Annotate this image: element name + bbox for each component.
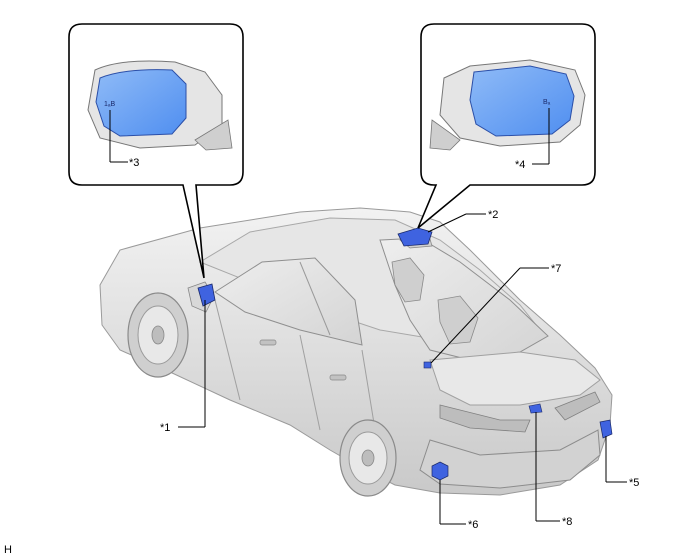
component-8-rear-camera — [528, 403, 543, 414]
label-6: *6 — [468, 519, 478, 531]
callout-right-mirror: Bₐ *4 — [417, 23, 596, 229]
component-1-left-mirror-indicator — [197, 283, 216, 307]
component-2-right-mirror-indicator — [397, 227, 433, 247]
label-1: *1 — [160, 422, 170, 434]
label-7: *7 — [551, 263, 561, 275]
label-3: *3 — [129, 157, 139, 169]
front-wheel — [127, 292, 189, 378]
label-5: *5 — [629, 477, 639, 489]
callout-left-mirror: 1ₐB *3 — [68, 23, 244, 279]
callout-2: *2 — [427, 209, 498, 233]
callout-5: *5 — [605, 436, 639, 489]
label-4: *4 — [515, 159, 525, 171]
label-8: *8 — [562, 516, 572, 528]
component-5-rear-right-sensor — [599, 419, 613, 439]
rear-wheel — [339, 419, 397, 497]
corner-letter: H — [4, 544, 12, 556]
callout-1: *1 — [160, 300, 206, 434]
component-6-rear-left-sensor — [431, 461, 449, 481]
left-mirror-mark: 1ₐB — [104, 101, 115, 108]
right-mirror-mark: Bₐ — [543, 99, 551, 106]
callout-6: *6 — [439, 480, 478, 531]
car-body — [99, 207, 613, 496]
component-7-rear-window-sensor — [423, 361, 432, 369]
callout-8: *8 — [535, 412, 572, 528]
label-2: *2 — [488, 209, 498, 221]
callout-7: *7 — [430, 263, 561, 364]
